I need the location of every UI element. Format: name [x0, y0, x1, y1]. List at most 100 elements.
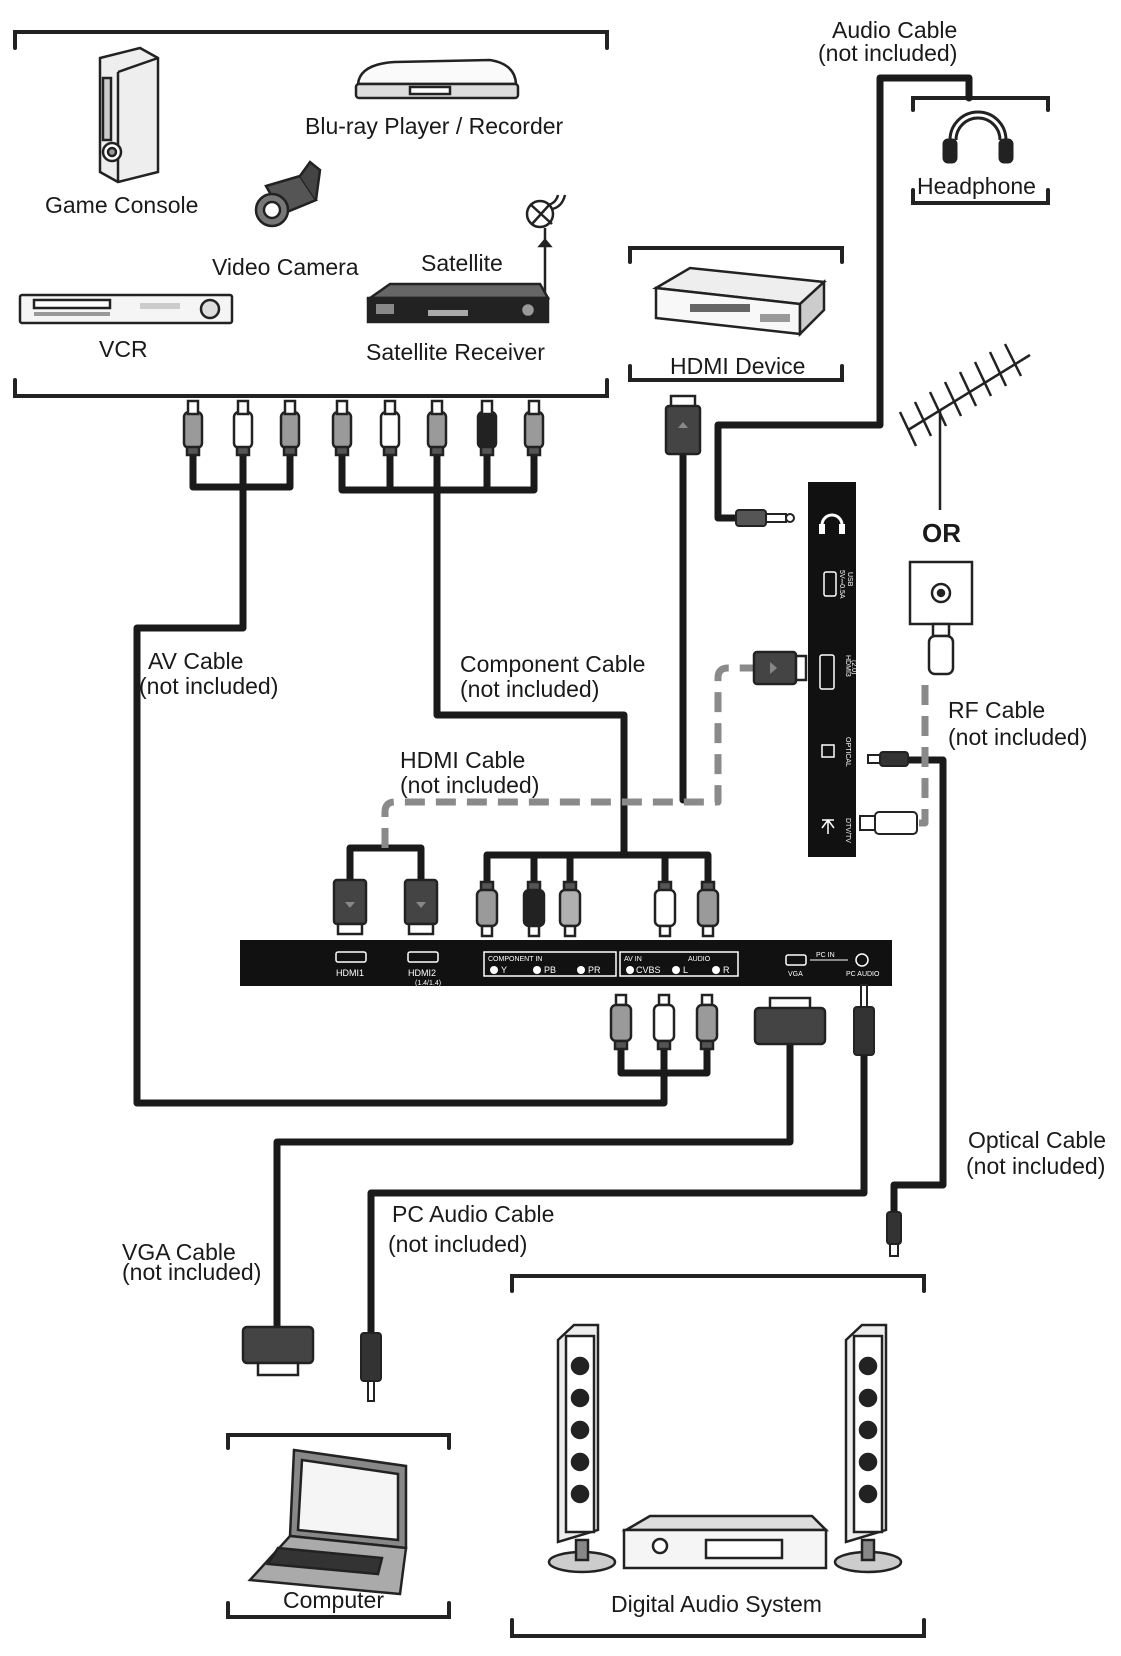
hdmi-fork	[346, 844, 425, 884]
vga-plug-panel	[753, 996, 827, 1046]
rca-plugs-component-av	[475, 880, 720, 938]
panel-component-label: COMPONENT IN	[488, 956, 542, 963]
panel-r-label: R	[723, 965, 730, 975]
panel-l-label: L	[683, 965, 688, 975]
rf-cable-label: RF Cable	[948, 697, 1045, 723]
speaker-left-icon	[547, 1323, 617, 1574]
hdmi-device-plug	[664, 394, 702, 456]
side-hdmi3-version: (2.0)	[850, 660, 857, 674]
tv-side-panel: USB 5V⎓0.5A HDMI3 (2.0) OPTICAL DTV/TV	[808, 482, 857, 857]
pc-audio-cable	[367, 1051, 868, 1340]
side-dtv-label: DTV/TV	[844, 818, 851, 843]
satellite-receiver-label: Satellite Receiver	[366, 339, 545, 365]
rca-plugs-top	[182, 399, 545, 457]
bluray-player-icon	[354, 58, 520, 100]
side-usb-sub: 5V⎓0.5A	[838, 570, 845, 599]
vga-cable	[273, 1036, 794, 1340]
panel-pcin-label: PC IN	[816, 952, 835, 959]
or-label: OR	[922, 518, 961, 548]
headphone-jack-plug	[735, 509, 795, 527]
headphone-icon	[942, 110, 1014, 164]
game-console-icon	[98, 46, 160, 184]
computer-label: Computer	[283, 1587, 384, 1613]
game-console-label: Game Console	[45, 192, 198, 218]
rf-wall-outlet-icon	[908, 560, 974, 676]
side-optical-label: OPTICAL	[844, 737, 851, 767]
panel-vga-label: VGA	[788, 971, 803, 978]
panel-pr-label: PR	[588, 965, 601, 975]
hdmi-cable-note: (not included)	[400, 772, 539, 798]
panel-y-label: Y	[501, 965, 507, 975]
satellite-receiver-icon	[366, 282, 551, 324]
vga-cable-note: (not included)	[122, 1259, 261, 1285]
rf-plug-side	[859, 811, 918, 835]
video-camera-icon	[254, 160, 322, 228]
optical-plug-side	[867, 751, 909, 767]
panel-hdmi2-version: (1.4/1.4)	[415, 980, 441, 987]
pc-audio-plug-panel	[853, 984, 875, 1056]
component-cable-label: Component Cable	[460, 651, 645, 677]
hdmi-plug-side	[752, 650, 808, 686]
audio-cable-note: (not included)	[818, 40, 957, 66]
bracket-hdmi-bottom	[628, 364, 844, 382]
bracket-audio-top	[510, 1274, 926, 1293]
speaker-right-icon	[833, 1323, 903, 1574]
component-cable	[433, 486, 628, 859]
av-cable-bottom-fork	[617, 1039, 711, 1092]
laptop-computer-icon	[247, 1448, 408, 1596]
panel-avin-label: AV IN	[624, 956, 642, 963]
bracket-source-bottom	[13, 378, 609, 398]
vga-plug-computer	[241, 1325, 315, 1377]
pc-audio-cable-label: PC Audio Cable	[392, 1201, 554, 1227]
hdmi-plugs-panel	[332, 878, 439, 936]
optical-cable	[890, 756, 947, 1222]
bracket-headphone-bottom	[911, 188, 1050, 205]
hdmi-cable-label: HDMI Cable	[400, 747, 525, 773]
component-cable-note: (not included)	[460, 676, 599, 702]
bracket-computer-bottom	[226, 1601, 451, 1619]
panel-hdmi1-label: HDMI1	[336, 968, 364, 978]
vga-cable-label: VGA Cable	[122, 1239, 236, 1265]
hdmi-cable-dashed	[381, 664, 754, 848]
bracket-headphone-top	[911, 96, 1050, 112]
hdmi-device-icon	[652, 266, 827, 338]
av-cable	[133, 483, 668, 1107]
antenna-icon	[898, 343, 1031, 510]
av-cable-label: AV Cable	[148, 648, 243, 674]
bracket-audio-bottom	[510, 1618, 926, 1638]
audio-receiver-icon	[621, 1514, 830, 1570]
optical-cable-note: (not included)	[966, 1153, 1105, 1179]
audio-cable-label: Audio Cable	[832, 17, 957, 43]
video-camera-label: Video Camera	[212, 254, 359, 280]
panel-audio-label: AUDIO	[688, 956, 711, 963]
panel-cvbs-label: CVBS	[636, 965, 661, 975]
pc-audio-plug-computer	[360, 1332, 382, 1402]
panel-hdmi2-label: HDMI2	[408, 968, 436, 978]
side-usb-label: USB	[846, 572, 853, 587]
rca-plugs-av-bottom	[609, 993, 719, 1051]
audio-cable	[714, 74, 973, 522]
headphone-label: Headphone	[917, 173, 1036, 199]
headphone-port-icon	[820, 513, 844, 526]
component-cable-top-fork	[338, 448, 538, 494]
optical-cable-label: Optical Cable	[968, 1127, 1106, 1153]
vcr-icon	[18, 293, 234, 325]
bracket-source-top	[13, 30, 609, 50]
rf-cable-note: (not included)	[948, 724, 1087, 750]
panel-pb-label: PB	[544, 965, 556, 975]
satellite-label: Satellite	[421, 250, 503, 276]
av-cable-note: (not included)	[139, 673, 278, 699]
rf-cable-dashed	[917, 685, 929, 827]
bracket-computer-top	[226, 1433, 451, 1450]
tv-bottom-panel: HDMI1 HDMI2 (1.4/1.4) COMPONENT IN Y PB …	[240, 940, 892, 987]
bracket-hdmi-top	[628, 246, 844, 264]
component-cable-bottom-fork	[483, 851, 712, 894]
side-hdmi3-label: HDMI3	[844, 655, 851, 677]
panel-pcaudio-label: PC AUDIO	[846, 971, 880, 978]
digital-audio-system-label: Digital Audio System	[611, 1591, 822, 1617]
bluray-label: Blu-ray Player / Recorder	[305, 113, 564, 139]
av-cable-top-fork	[189, 448, 294, 491]
pc-audio-cable-note: (not included)	[388, 1231, 527, 1257]
optical-plug-audio	[886, 1211, 902, 1257]
